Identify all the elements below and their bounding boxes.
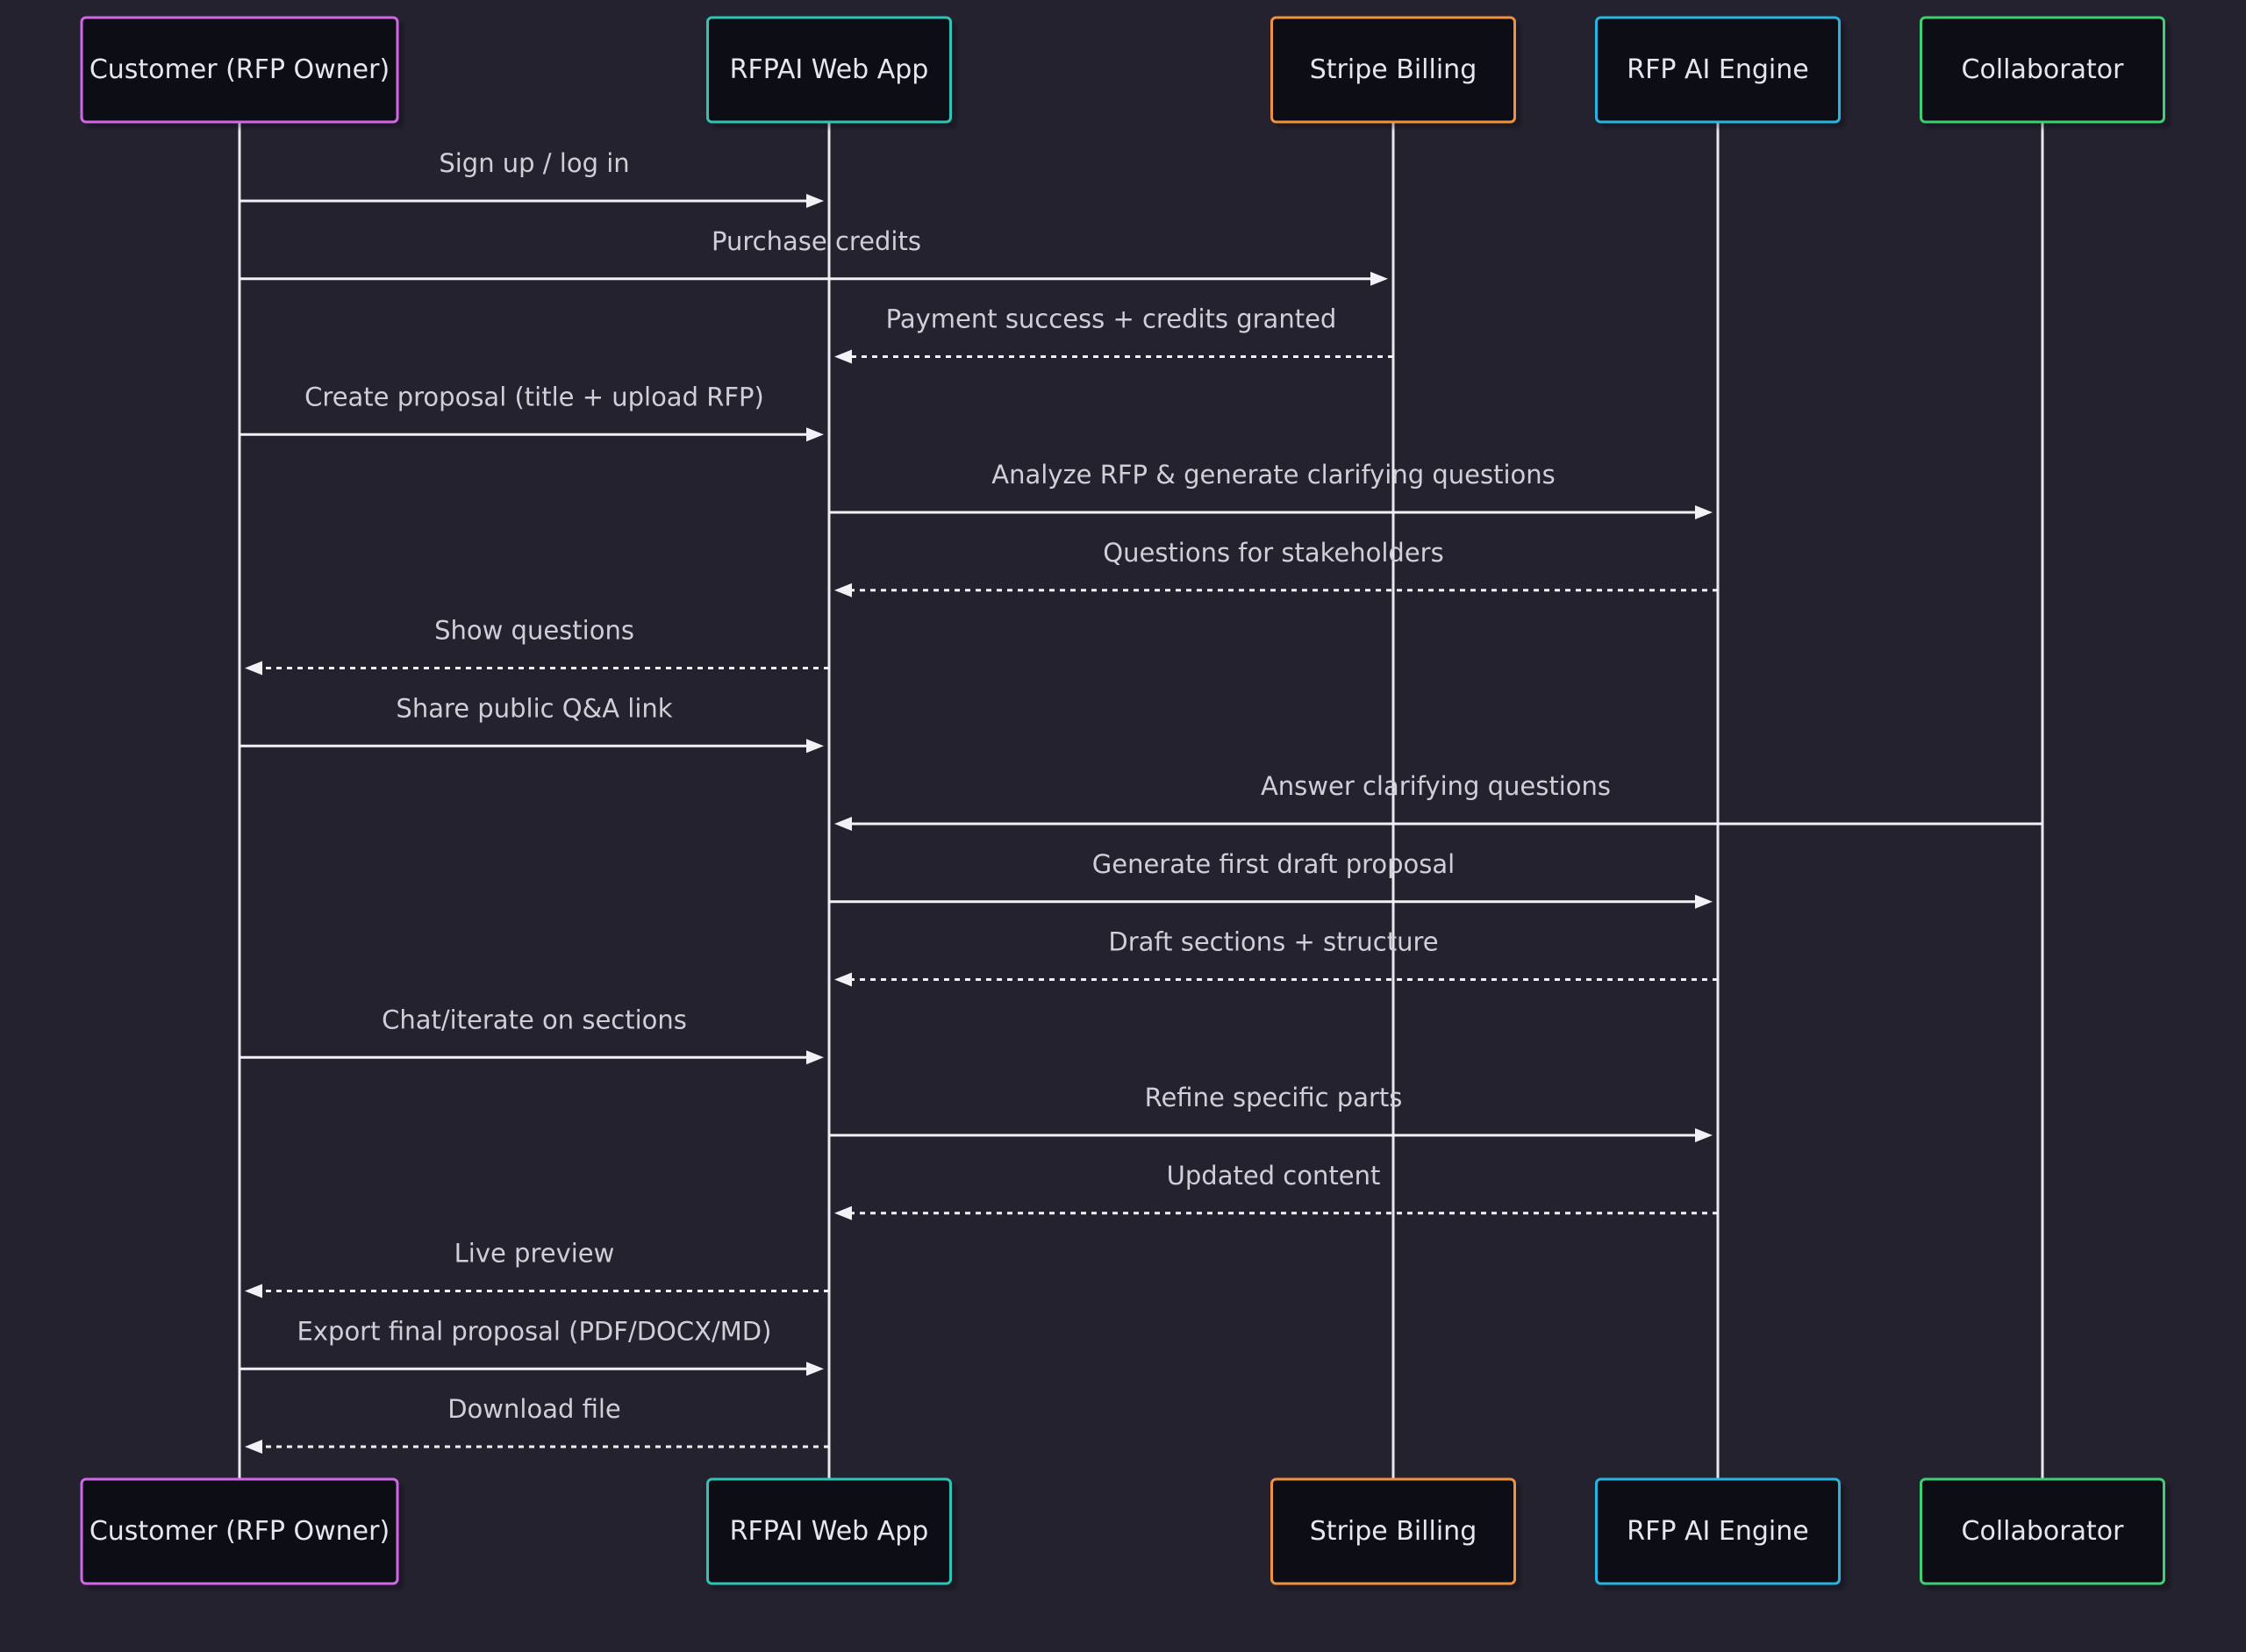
- actor-box-frame: [706, 1477, 952, 1585]
- actor-box-frame: [1920, 1477, 2165, 1585]
- arrowhead-icon: [834, 972, 852, 987]
- actor-box-frame: [1920, 16, 2165, 124]
- actor-customer-bottom: Customer (RFP Owner): [80, 1477, 399, 1585]
- actor-box-frame: [1270, 16, 1516, 124]
- arrowhead-icon: [806, 1362, 824, 1377]
- actor-webapp-bottom: RFPAI Web App: [706, 1477, 952, 1585]
- arrowhead-icon: [806, 194, 824, 208]
- actor-collab-bottom: Collaborator: [1920, 1477, 2165, 1585]
- arrowhead-icon: [834, 1205, 852, 1220]
- actor-box-frame: [706, 16, 952, 124]
- arrowhead-icon: [245, 1440, 262, 1454]
- message-label: Share public Q&A link: [396, 693, 672, 723]
- actors-bottom: Customer (RFP Owner) RFPAI Web App Stripe …: [80, 1477, 2165, 1585]
- arrowhead-icon: [806, 427, 824, 442]
- actor-box-frame: [1270, 1477, 1516, 1585]
- message-3: Payment success + credits granted: [834, 304, 1393, 364]
- message-label: Payment success + credits granted: [886, 304, 1337, 334]
- actor-box-frame: [1595, 16, 1841, 124]
- message-label: Show questions: [434, 616, 634, 646]
- actor-label: RFP AI Engine: [1627, 1516, 1808, 1547]
- actor-collab-top: Collaborator: [1920, 16, 2165, 124]
- actor-engine-bottom: RFP AI Engine: [1595, 1477, 1841, 1585]
- message-label: Purchase credits: [712, 226, 921, 256]
- actor-webapp-top: RFPAI Web App: [706, 16, 952, 124]
- arrowhead-icon: [245, 661, 262, 676]
- messages: Sign up / log in Purchase creditsPayment …: [240, 148, 2042, 1454]
- actor-customer-top: Customer (RFP Owner): [80, 16, 399, 124]
- message-label: Answer clarifying questions: [1261, 771, 1611, 801]
- message-label: Export final proposal (PDF/DOCX/MD): [297, 1316, 772, 1346]
- message-1: Sign up / log in: [240, 148, 824, 208]
- message-label: Generate first draft proposal: [1092, 849, 1455, 879]
- message-17: Download file: [245, 1394, 829, 1454]
- message-10: Generate first draft proposal: [829, 849, 1713, 909]
- arrowhead-icon: [834, 349, 852, 364]
- actor-label: Collaborator: [1962, 54, 2125, 85]
- actor-box-frame: [80, 16, 399, 124]
- message-11: Draft sections + structure: [834, 927, 1718, 987]
- lifelines: [238, 122, 2044, 1479]
- message-8: Share public Q&A link: [240, 693, 824, 754]
- arrowhead-icon: [1695, 894, 1713, 909]
- actor-engine-top: RFP AI Engine: [1595, 16, 1841, 124]
- message-label: Sign up / log in: [439, 148, 629, 178]
- actor-stripe-bottom: Stripe Billing: [1270, 1477, 1516, 1585]
- message-2: Purchase credits: [240, 226, 1388, 286]
- message-label: Refine specific parts: [1145, 1083, 1403, 1112]
- actor-label: RFPAI Web App: [730, 1516, 929, 1547]
- arrowhead-icon: [1695, 505, 1713, 519]
- actor-stripe-top: Stripe Billing: [1270, 16, 1516, 124]
- arrowhead-icon: [834, 817, 852, 831]
- message-label: Analyze RFP & generate clarifying questi…: [991, 460, 1556, 490]
- actor-label: Collaborator: [1962, 1516, 2125, 1547]
- arrowhead-icon: [834, 583, 852, 597]
- actors-top: Customer (RFP Owner) RFPAI Web App Stripe …: [80, 16, 2165, 124]
- message-label: Download file: [447, 1394, 621, 1424]
- message-4: Create proposal (title + upload RFP): [240, 382, 824, 442]
- message-16: Export final proposal (PDF/DOCX/MD): [240, 1316, 824, 1377]
- arrowhead-icon: [245, 1284, 262, 1298]
- message-label: Draft sections + structure: [1108, 927, 1438, 957]
- actor-box-frame: [80, 1477, 399, 1585]
- message-6: Questions for stakeholders: [834, 538, 1718, 597]
- message-12: Chat/iterate on sections: [240, 1005, 824, 1065]
- actor-label: RFPAI Web App: [730, 54, 929, 85]
- message-label: Questions for stakeholders: [1103, 538, 1443, 568]
- arrowhead-icon: [806, 739, 824, 754]
- arrowhead-icon: [1370, 271, 1388, 286]
- actor-label: RFP AI Engine: [1627, 54, 1808, 85]
- message-5: Analyze RFP & generate clarifying questi…: [829, 460, 1713, 519]
- message-15: Live preview: [245, 1239, 829, 1298]
- message-label: Updated content: [1167, 1161, 1381, 1191]
- message-9: Answer clarifying questions: [834, 771, 2042, 831]
- message-label: Create proposal (title + upload RFP): [304, 382, 764, 411]
- actor-box-frame: [1595, 1477, 1841, 1585]
- message-label: Live preview: [454, 1239, 615, 1269]
- actor-label: Customer (RFP Owner): [89, 1516, 390, 1547]
- arrowhead-icon: [1695, 1128, 1713, 1142]
- message-14: Updated content: [834, 1161, 1718, 1220]
- arrowhead-icon: [806, 1050, 824, 1065]
- actor-label: Stripe Billing: [1310, 54, 1477, 85]
- message-7: Show questions: [245, 616, 829, 676]
- actor-label: Stripe Billing: [1310, 1516, 1477, 1547]
- message-label: Chat/iterate on sections: [382, 1005, 687, 1034]
- actor-label: Customer (RFP Owner): [89, 54, 390, 85]
- message-13: Refine specific parts: [829, 1083, 1713, 1142]
